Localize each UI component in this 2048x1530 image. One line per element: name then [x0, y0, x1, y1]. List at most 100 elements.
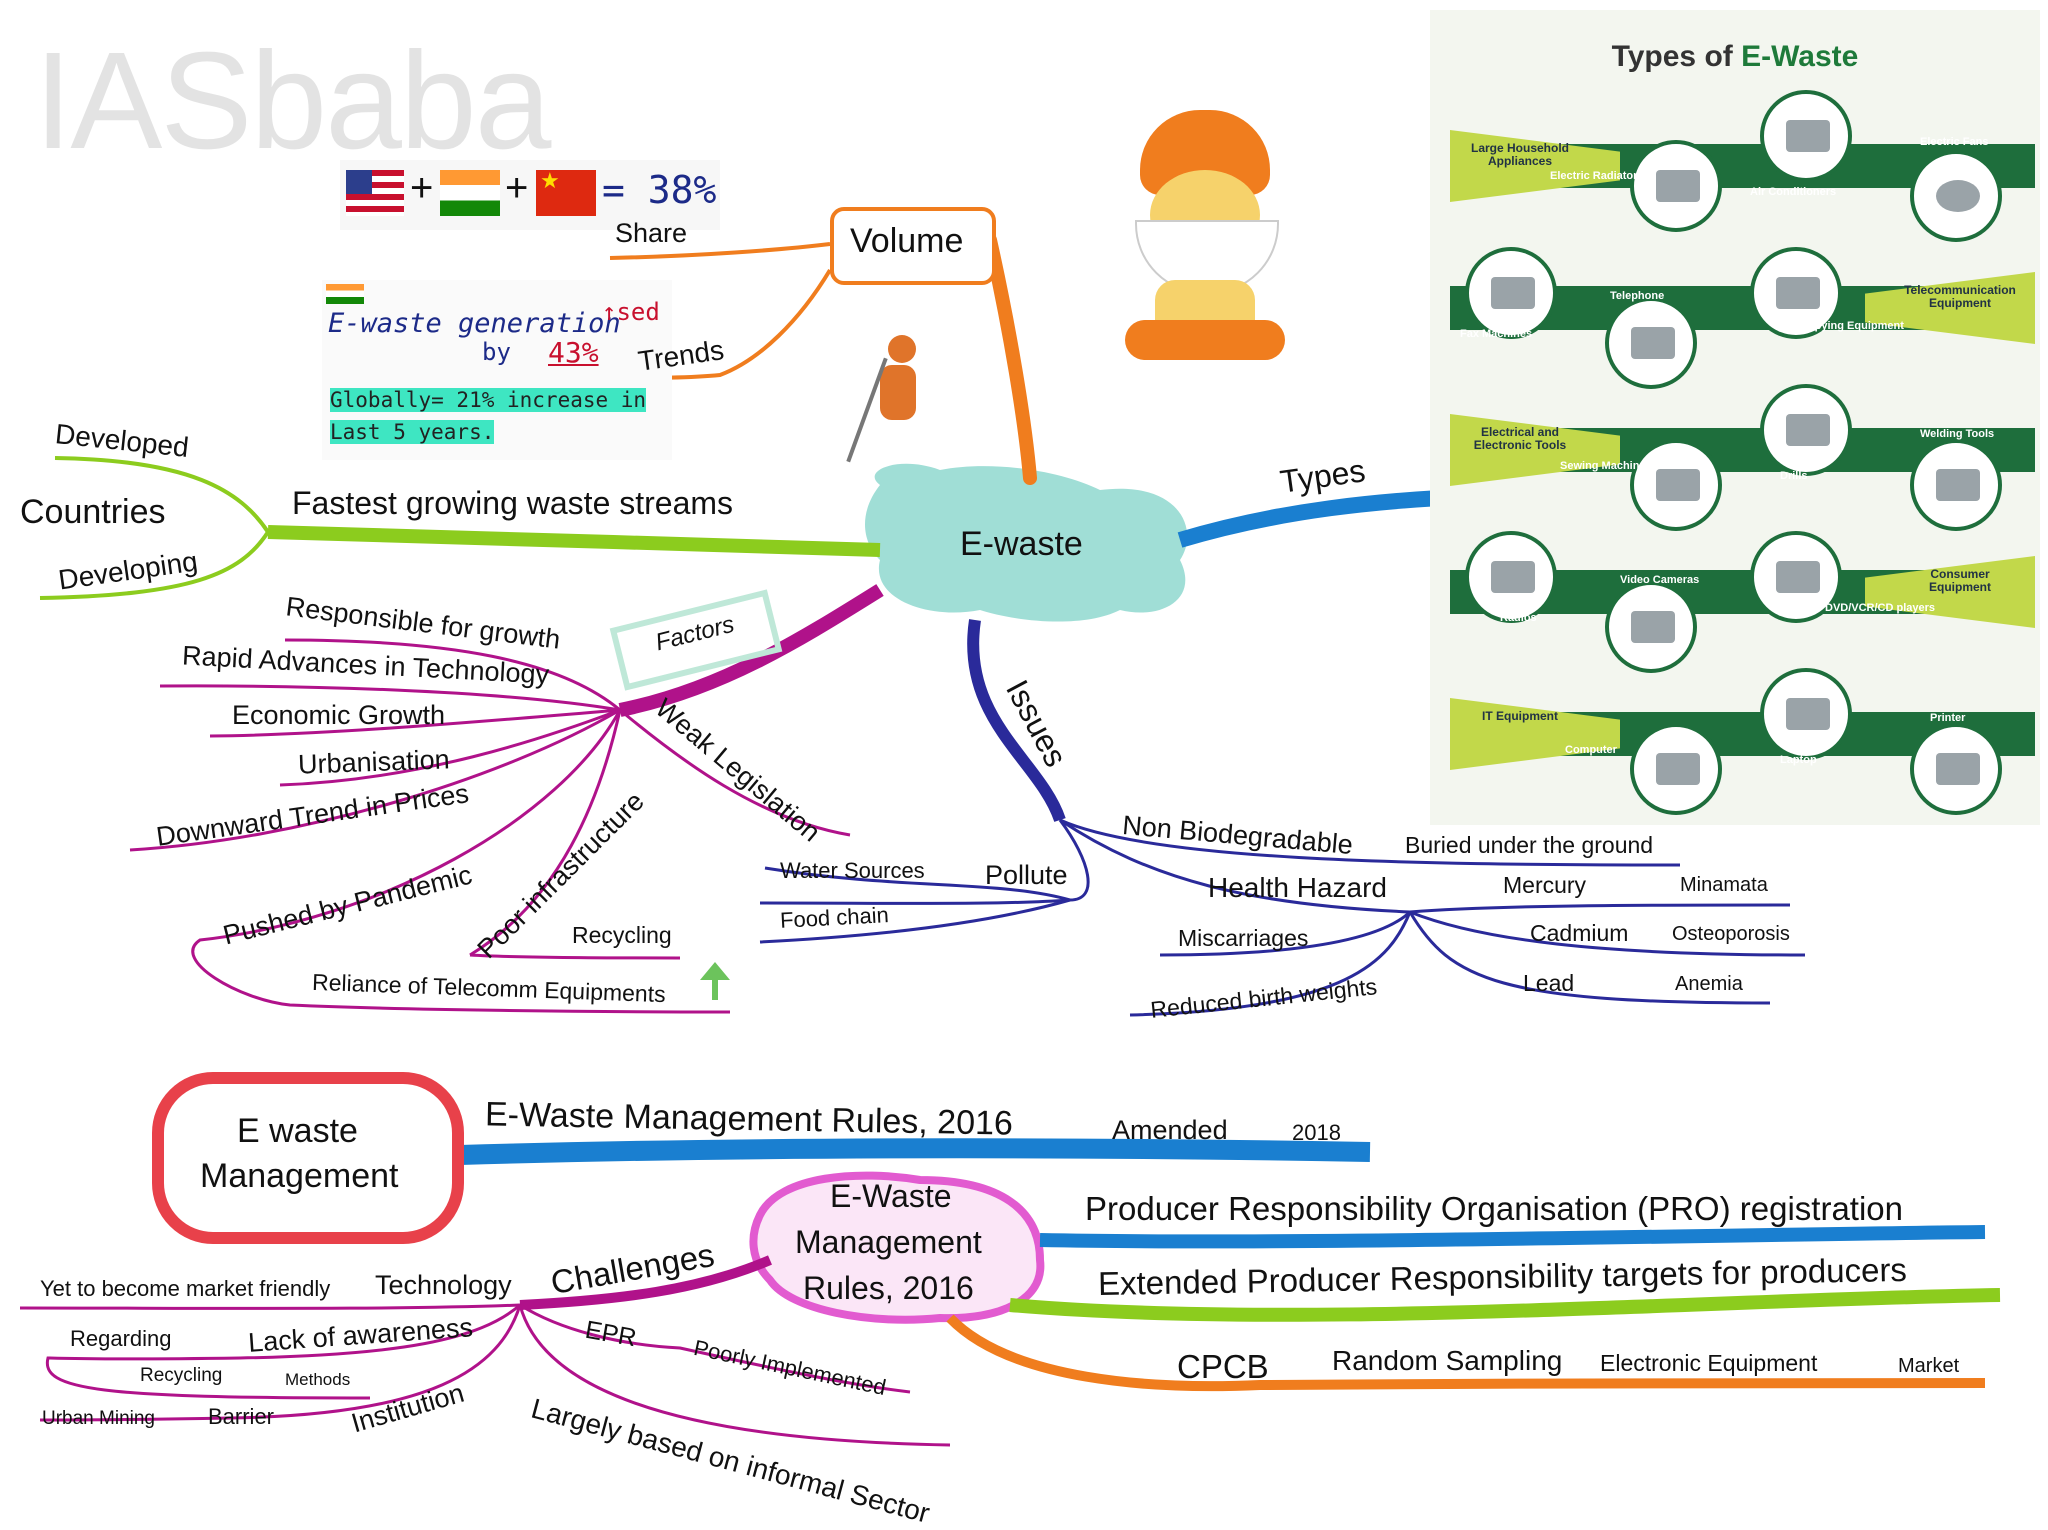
water-sources: Water Sources [780, 858, 925, 883]
note-by: by [482, 338, 511, 366]
china-flag-icon [536, 170, 596, 216]
item-caption: Electric Fans [1920, 136, 1989, 148]
types-row-it: IT Equipment Computer Laptop Printer [1450, 668, 2035, 815]
random-sampling: Random Sampling [1332, 1345, 1563, 1376]
types-row-telecommunication: Telecommunication Equipment Fax Machines… [1450, 247, 2035, 389]
air-conditioner-icon [1760, 90, 1852, 182]
tiny-green-arrow [700, 962, 730, 1000]
health-hazard: Health Hazard [1208, 872, 1387, 903]
video-camera-icon [1605, 581, 1697, 673]
item-caption: Telephone [1610, 290, 1665, 302]
sewing-machine-icon [1630, 439, 1722, 531]
center-blob [865, 463, 1188, 622]
factor-urbanisation: Urbanisation [297, 744, 451, 780]
india-flag-icon [440, 170, 500, 216]
item-caption: Radios [1500, 612, 1537, 624]
item-caption: Drills [1780, 470, 1808, 482]
factor-recycling: Recycling [572, 922, 672, 948]
pro-branch [1039, 1225, 1986, 1249]
center-label: E-waste [960, 525, 1083, 563]
management-box [152, 1072, 464, 1244]
head-icon [888, 335, 916, 363]
note-increase: ↑sed [602, 298, 660, 326]
countries-branch-label: Fastest growing waste streams [292, 485, 734, 521]
countries-developing-line [39, 530, 270, 600]
plus-sign: + [505, 166, 529, 210]
item-caption: Electric Radiators [1550, 170, 1644, 182]
computer-icon [1630, 723, 1722, 815]
item-caption: Computer [1565, 744, 1617, 756]
item-caption: Printer [1930, 712, 1966, 724]
copier-icon [1750, 247, 1842, 339]
rules-center-blob [749, 1171, 1045, 1324]
types-row-consumer: Consumer Equipment Radios Video Cameras … [1450, 531, 2035, 673]
market-label: Market [1898, 1355, 1960, 1377]
globally-line-1: Globally= 21% increase in [330, 388, 647, 412]
anemia: Anemia [1675, 973, 1743, 995]
barrier-label: Barrier [208, 1404, 275, 1429]
types-row-tools: Electrical and Electronic Tools Sewing M… [1450, 384, 2035, 531]
epr-targets-branch [1009, 1288, 2001, 1322]
miscarriages: Miscarriages [1178, 925, 1309, 951]
item-caption: Laptop [1780, 754, 1817, 766]
factors-branch [618, 584, 884, 717]
rules-branch [459, 1138, 1371, 1165]
cadmium: Cadmium [1530, 920, 1629, 946]
welding-tool-icon [1910, 439, 2002, 531]
note-title: E-waste generation [328, 308, 621, 339]
flags-equation: + + ★ = 38% [340, 160, 720, 230]
minamata: Minamata [1680, 874, 1768, 896]
item-caption: Video Cameras [1620, 574, 1700, 586]
cpcb-branch [946, 1314, 1986, 1392]
printer-icon [1910, 723, 2002, 815]
cpcb-label: CPCB [1177, 1348, 1269, 1385]
category-label: Electrical and Electronic Tools [1473, 425, 1567, 452]
item-caption: Air Conditioners [1750, 186, 1837, 198]
lead: Lead [1523, 970, 1575, 996]
volume-share-line [609, 242, 831, 260]
amended-label: Amended [1112, 1115, 1228, 1145]
osteoporosis: Osteoporosis [1672, 923, 1790, 945]
amended-year: 2018 [1292, 1120, 1341, 1145]
countries-branch [267, 525, 881, 557]
factor-economic: Economic Growth [232, 700, 446, 730]
types-panel-title-prefix: Types of [1611, 40, 1742, 73]
item-caption: DVD/VCR/CD players [1825, 602, 1936, 614]
robe-icon [1125, 320, 1285, 360]
share-label: Share [615, 218, 688, 248]
sage-mascot-icon [1095, 110, 1325, 360]
fan-icon [1910, 150, 2002, 242]
pro-label: Producer Responsibility Organisation (PR… [1085, 1190, 1904, 1227]
challenges-branch [519, 1255, 772, 1310]
laptop-icon [1760, 668, 1852, 760]
watermark: IASbaba [34, 24, 551, 178]
issues-branch [967, 619, 1066, 823]
torso-icon [880, 365, 916, 420]
note-percent: 43% [548, 336, 599, 369]
category-label: Large Household Appliances [1470, 141, 1569, 168]
share-equation: = 38% [602, 168, 717, 212]
volume-title: Volume [850, 222, 964, 260]
electronic-equipment: Electronic Equipment [1600, 1350, 1818, 1376]
management-title-1: E waste [237, 1112, 358, 1150]
item-caption: Welding Tools [1920, 428, 1995, 440]
buried-label: Buried under the ground [1405, 832, 1654, 858]
fax-machine-icon [1465, 247, 1557, 339]
challenges-lines [19, 1303, 951, 1447]
trend-note: E-waste generation ↑sed by 43% Globally=… [322, 280, 672, 460]
types-of-ewaste-panel: Types of E-Waste Large Household Applian… [1430, 10, 2040, 825]
drill-icon [1760, 384, 1852, 476]
regarding-label: Regarding [70, 1326, 172, 1351]
usa-flag-canton [346, 170, 372, 194]
volume-branch [983, 233, 1037, 485]
telephone-icon [1605, 297, 1697, 389]
types-row-large-household: Large Household Appliances Electric Radi… [1450, 90, 2035, 242]
category-label: Consumer Equipment [1929, 567, 1991, 594]
issues-lines [759, 818, 1806, 1017]
countries-title: Countries [20, 493, 166, 531]
china-star-icon: ★ [540, 168, 560, 193]
rules-center-2: Management [795, 1224, 982, 1260]
item-caption: Copying Equipment [1800, 320, 1904, 332]
methods-label: Methods [285, 1370, 351, 1389]
rules-center-3: Rules, 2016 [803, 1270, 974, 1306]
